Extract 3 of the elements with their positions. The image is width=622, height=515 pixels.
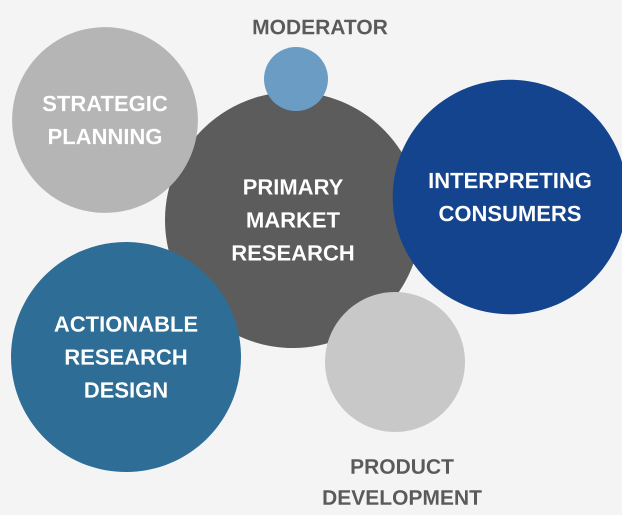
circle-label: PRODUCT DEVELOPMENT [324,459,482,505]
circle-node: STRATEGIC PLANNING [12,27,198,213]
circle-label: MODERATOR [254,20,388,34]
